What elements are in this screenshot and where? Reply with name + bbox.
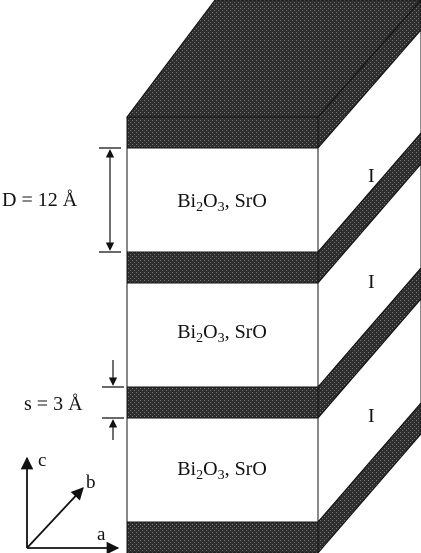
- dark-layer-1-right-face: [317, 132, 421, 285]
- dimension-D: D = 12 Å: [2, 147, 121, 253]
- top-slab: [125, 0, 421, 150]
- dark-layer-bottom-right-face: [317, 402, 421, 553]
- layer-2: Bi2O3, SrO I: [126, 163, 421, 389]
- layer-2-label: Bi2O3, SrO: [177, 321, 267, 346]
- layer-1-front-face: [126, 147, 319, 253]
- dimension-D-label: D = 12 Å: [2, 189, 78, 211]
- axis-c-label: c: [38, 450, 46, 471]
- dark-layer-2-front-face: [126, 386, 319, 419]
- dark-layer-1-front-face: [126, 251, 319, 284]
- dark-layer-2: [126, 267, 421, 420]
- dark-layer-bottom: [126, 402, 421, 553]
- layer-3-right-label: I: [368, 405, 375, 427]
- layer-1-right-face: [317, 29, 421, 254]
- dimension-s: s = 3 Å: [24, 360, 124, 440]
- dark-layer-2-right-face: [317, 267, 421, 420]
- layer-1-right-label: I: [368, 165, 375, 187]
- layer-3-label: Bi2O3, SrO: [177, 458, 267, 483]
- layer-3: Bi2O3, SrO I: [126, 298, 421, 524]
- dark-layer-bottom-front-face: [126, 521, 319, 553]
- dark-layer-1: [126, 132, 421, 285]
- layer-2-right-face: [317, 163, 421, 389]
- layer-1: Bi2O3, SrO I: [126, 29, 421, 254]
- axis-a-label: a: [97, 524, 106, 545]
- axes: c b a: [20, 450, 120, 553]
- axis-b-label: b: [86, 472, 96, 493]
- axis-b-arrow: [26, 487, 84, 549]
- layer-3-front-face: [126, 417, 319, 523]
- layer-1-label: Bi2O3, SrO: [177, 190, 267, 215]
- layer-3-right-face: [317, 298, 421, 524]
- layer-2-right-label: I: [368, 271, 375, 293]
- dimension-s-label: s = 3 Å: [24, 393, 83, 415]
- top-slab-front-face: [126, 116, 319, 149]
